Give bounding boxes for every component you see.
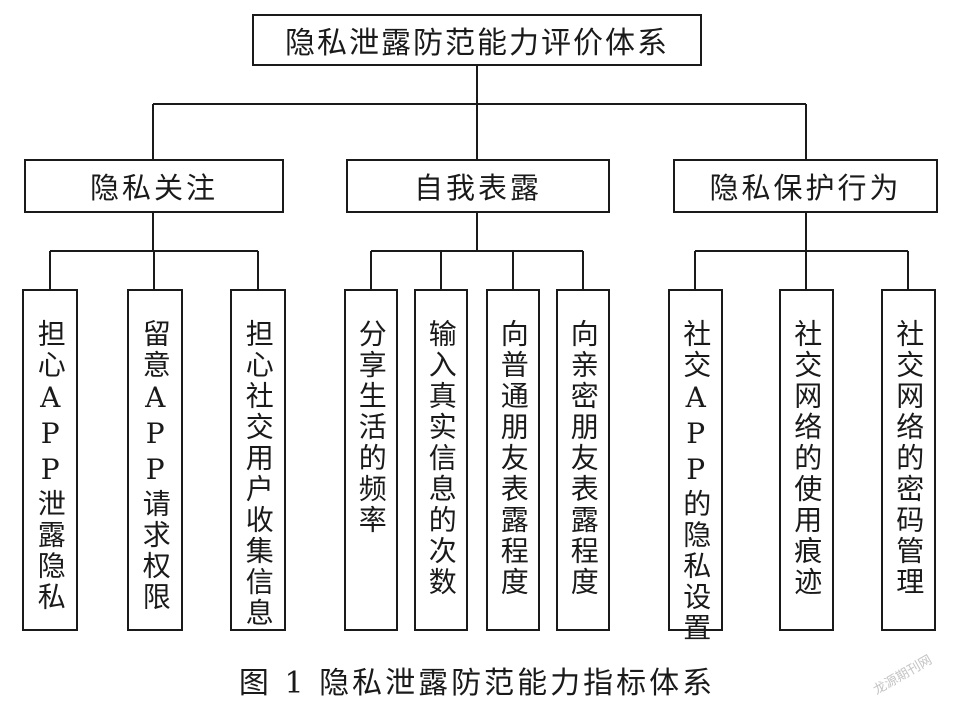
indicator-node-label: 留意APP请求权限 xyxy=(138,319,172,613)
root-node: 隐私泄露防范能力评价体系 xyxy=(252,14,702,66)
indicator-node-4: 分享生活的频率 xyxy=(344,289,398,631)
indicator-node-label: 社交网络的使用痕迹 xyxy=(790,319,824,598)
indicator-node-5: 输入真实信息的次数 xyxy=(414,289,468,631)
indicator-node-10: 社交网络的密码管理 xyxy=(881,289,936,631)
category-node-label: 隐私保护行为 xyxy=(709,171,902,205)
indicator-node-label: 社交网络的密码管理 xyxy=(892,319,926,598)
root-node-label: 隐私泄露防范能力评价体系 xyxy=(285,26,669,61)
indicator-node-7: 向亲密朋友表露程度 xyxy=(556,289,610,631)
indicator-node-8: 社交APP的隐私设置 xyxy=(668,289,723,644)
indicator-node-3: 担心社交用户收集信息 xyxy=(230,289,286,631)
indicator-node-label: 向普通朋友表露程度 xyxy=(496,319,530,598)
indicator-node-label: 担心社交用户收集信息 xyxy=(241,319,275,629)
category-node-privacy-protection: 隐私保护行为 xyxy=(673,159,938,213)
indicator-node-label: 分享生活的频率 xyxy=(354,319,388,536)
indicator-node-label: 社交APP的隐私设置 xyxy=(679,319,713,644)
figure-caption: 图 1 隐私泄露防范能力指标体系 xyxy=(238,666,716,701)
indicator-node-label: 向亲密朋友表露程度 xyxy=(566,319,600,598)
category-node-label: 自我表露 xyxy=(413,171,542,205)
indicator-node-label: 担心APP泄露隐私 xyxy=(33,319,67,613)
category-node-privacy-concern: 隐私关注 xyxy=(24,159,284,213)
indicator-node-1: 担心APP泄露隐私 xyxy=(22,289,78,631)
indicator-node-label: 输入真实信息的次数 xyxy=(424,319,458,598)
indicator-node-2: 留意APP请求权限 xyxy=(127,289,183,631)
category-node-self-disclosure: 自我表露 xyxy=(346,159,610,213)
category-node-label: 隐私关注 xyxy=(89,171,218,205)
indicator-node-6: 向普通朋友表露程度 xyxy=(486,289,540,631)
indicator-node-9: 社交网络的使用痕迹 xyxy=(779,289,834,631)
